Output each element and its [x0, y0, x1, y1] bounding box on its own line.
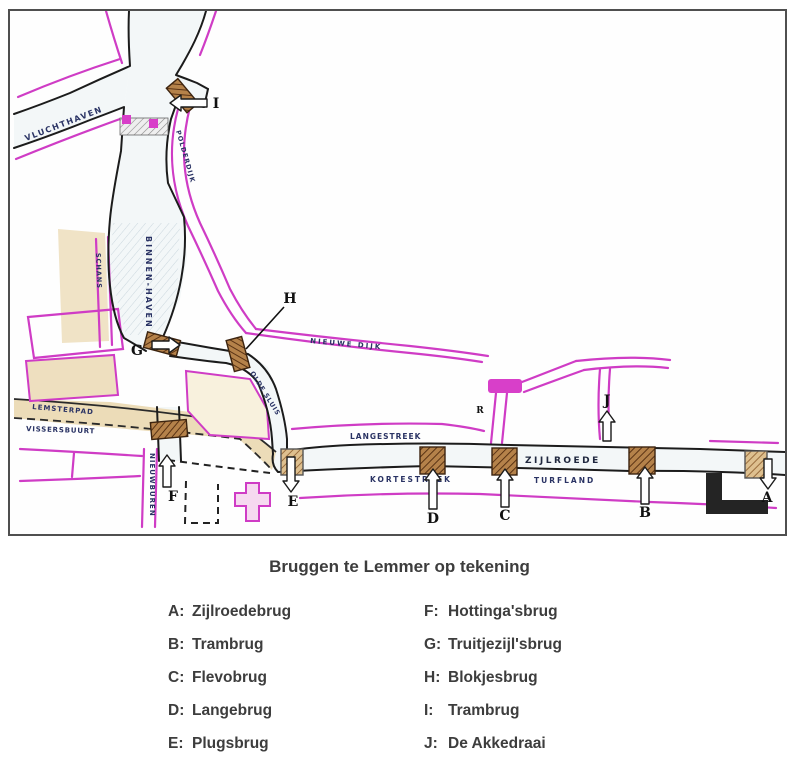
legend-letter: E: — [168, 735, 184, 752]
bridge-marker-c: C — [499, 508, 510, 524]
arrow-b-icon — [636, 466, 654, 505]
legend-name: Langebrug — [192, 702, 273, 719]
legend-item-a: A: Zijlroedebrug — [168, 601, 291, 622]
bridge-marker-r: R — [476, 406, 484, 416]
street-label-turfland: TURFLAND — [534, 476, 595, 485]
bridge-marker-g: G — [131, 343, 143, 359]
street-label-binnenhaven: BINNEN-HAVEN — [144, 236, 153, 329]
legend-name: Truitjezijl'sbrug — [448, 636, 562, 653]
bridge-marker-e: E — [288, 494, 299, 510]
arrow-i-icon — [169, 94, 208, 112]
canal-gh-water — [170, 341, 287, 454]
dashed-routes — [167, 459, 271, 524]
legend-name: Flevobrug — [192, 669, 267, 686]
center-block — [184, 369, 271, 441]
legend-name: Plugsbrug — [192, 735, 269, 752]
bridge-h — [225, 335, 251, 373]
pointer-h-line — [245, 306, 285, 350]
page-title: Bruggen te Lemmer op tekening — [269, 557, 530, 576]
bridge-marker-i: I — [213, 96, 220, 112]
arrow-a-icon — [759, 458, 777, 490]
canal-banks — [13, 10, 786, 476]
bridge-pillar-icon — [122, 115, 131, 124]
bridge-b — [628, 446, 656, 475]
legend-name: Trambrug — [192, 636, 264, 653]
legend-letter: A: — [168, 603, 185, 620]
road-edge-bottom — [13, 417, 273, 471]
legend-item-f: F: Hottinga'sbrug — [424, 601, 562, 622]
legend-letter: G: — [424, 636, 442, 653]
bridge-pillar-icon — [149, 119, 158, 128]
buildings — [234, 473, 768, 522]
legend-name: Trambrug — [448, 702, 520, 719]
street-label-kortestreek: KORTESTREEK — [370, 475, 452, 484]
legend-item-j: J: De Akkedraai — [424, 733, 562, 754]
legend-name: Blokjesbrug — [448, 669, 538, 686]
street-label-schans: SCHANS — [94, 253, 103, 289]
legend-letter: D: — [168, 702, 185, 719]
legend-letter: I: — [424, 702, 434, 719]
bridge-marker-f: F — [168, 489, 178, 505]
legend-name: Hottinga'sbrug — [448, 603, 558, 620]
lemmer-bridges-map: VLUCHTHAVEN POLDERDIJK BINNEN-HAVEN SCHA… — [13, 9, 786, 529]
legend-item-i: I: Trambrug — [424, 700, 562, 721]
legend-name: Zijlroedebrug — [192, 603, 292, 620]
legend-item-g: G: Truitjezijl'sbrug — [424, 634, 562, 655]
map-frame: VLUCHTHAVEN POLDERDIJK BINNEN-HAVEN SCHA… — [8, 9, 787, 536]
legend-column-left: A: Zijlroedebrug B: Trambrug C: Flevobrug D… — [168, 601, 291, 766]
street-label-nieuwedijk: NIEUWE DIJK — [310, 337, 383, 351]
church-icon — [234, 482, 271, 522]
market-square — [488, 379, 522, 393]
street-label-vissersbuurt: VISSERSBUURT — [26, 425, 95, 435]
basin-shading — [110, 223, 180, 335]
arrow-j-icon — [598, 410, 616, 442]
legend-letter: C: — [168, 669, 185, 686]
street-label-zijlroede: ZIJLROEDE — [525, 456, 601, 466]
legend-item-h: H: Blokjesbrug — [424, 667, 562, 688]
bridge-markers: I G H F E D C B A J R — [131, 96, 774, 527]
legend-letter: B: — [168, 636, 185, 653]
legend-letter: J: — [424, 735, 438, 752]
arrow-e-icon — [282, 456, 300, 493]
street-label-langestreek: LANGESTREEK — [350, 432, 422, 441]
street-label-nieuwburen: NIEUWBUREN — [148, 453, 156, 517]
arrow-d-icon — [424, 468, 442, 510]
legend-letter: F: — [424, 603, 439, 620]
arrow-c-icon — [496, 468, 514, 508]
bridge-marker-a: A — [761, 490, 774, 506]
legend-item-e: E: Plugsbrug — [168, 733, 291, 754]
legend-item-d: D: Langebrug — [168, 700, 291, 721]
bridge-f — [149, 418, 189, 441]
legend-name: De Akkedraai — [448, 735, 546, 752]
legend-letter: H: — [424, 669, 441, 686]
streets — [14, 9, 780, 529]
bridge-marker-b: B — [639, 505, 651, 521]
bridge-marker-h: H — [283, 291, 296, 307]
vluchthaven-water — [14, 66, 130, 148]
legend-column-right: F: Hottinga'sbrug G: Truitjezijl'sbrug H: B… — [424, 601, 562, 766]
bridge-marker-d: D — [427, 511, 439, 527]
tan-block — [24, 353, 120, 403]
arrow-g-icon — [151, 336, 181, 354]
marker-arrows — [151, 94, 777, 510]
legend-item-b: B: Trambrug — [168, 634, 291, 655]
black-building — [706, 473, 768, 514]
bridge-marker-j: J — [602, 393, 611, 409]
legend-item-c: C: Flevobrug — [168, 667, 291, 688]
arrow-f-icon — [158, 454, 176, 488]
